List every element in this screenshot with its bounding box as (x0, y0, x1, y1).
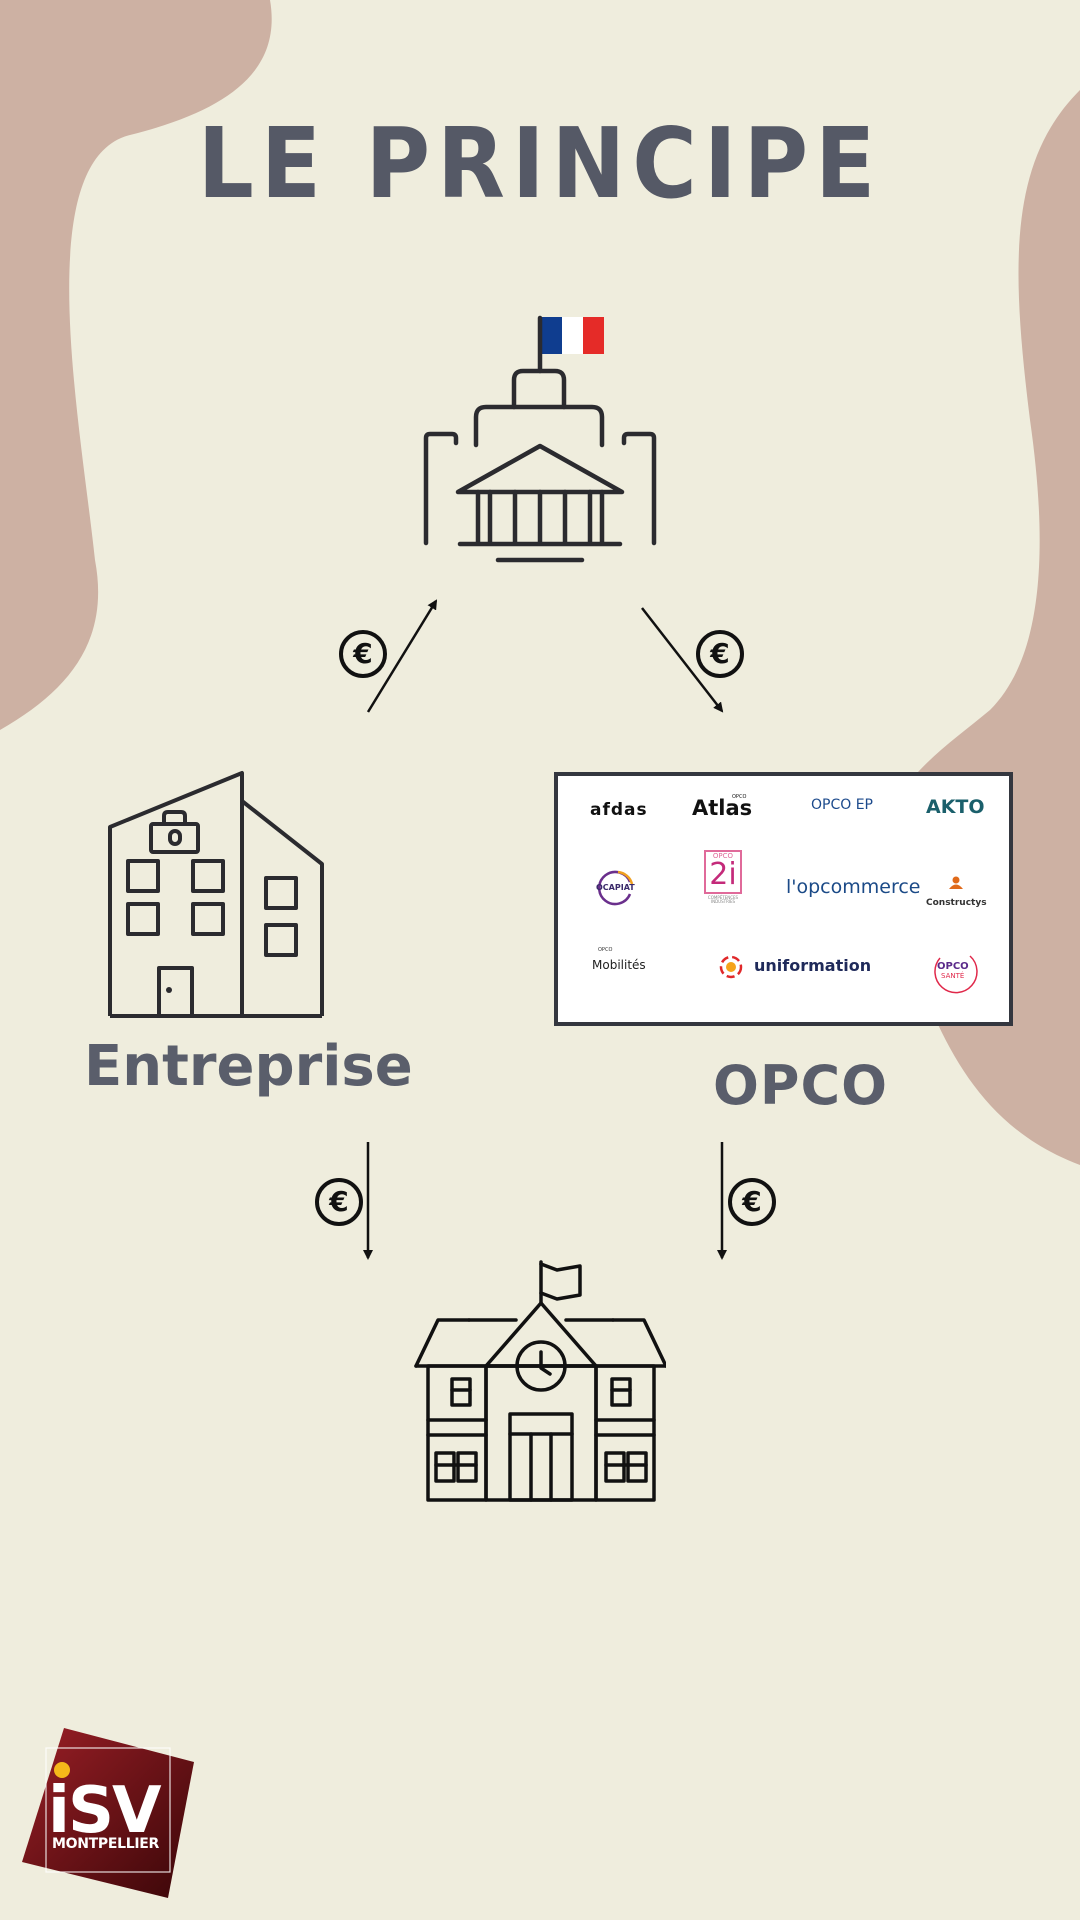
arrow-state-to-opco (641, 607, 724, 713)
atlas-logo: Atlas OPCO (692, 794, 753, 820)
opco-2i-logo: OPCO 2i COMPÉTENCES INDUSTRIES (704, 850, 742, 904)
isv-logo-text: iSV (48, 1774, 162, 1848)
opco-ep-logo: OPCO EP (811, 797, 873, 813)
page-title: LE PRINCIPE (197, 106, 883, 221)
ocapiat-logo: OCAPIAT (596, 870, 635, 906)
entreprise-label: Entreprise (84, 1034, 413, 1099)
euro-icon: € (728, 1178, 776, 1226)
isv-logo-subtext: MONTPELLIER (52, 1836, 160, 1852)
left-blob (0, 0, 272, 730)
isv-montpellier-logo (22, 1728, 194, 1898)
constructys-logo: Constructys (926, 876, 987, 908)
uniformation-swirl-icon (719, 955, 743, 979)
afdas-logo: afdas (590, 800, 648, 820)
opco-sante-logo: OPCO SANTÉ (932, 948, 978, 994)
akto-logo: AKTO (926, 796, 985, 818)
constructys-figure-icon (949, 876, 964, 889)
lopcommerce-logo: l'opcommerce (786, 876, 921, 898)
opco-mobilites-logo: OPCO Mobilités (592, 947, 646, 972)
opco-sante-ring-icon (934, 955, 978, 994)
government-building-icon (423, 315, 657, 563)
office-building-icon (108, 771, 324, 1018)
ocapiat-ring-icon (598, 870, 634, 906)
french-flag (541, 317, 604, 354)
opco-logos-panel: afdas Atlas OPCO OPCO EP AKTO OCAPIAT OP… (554, 772, 1013, 1026)
arrow-entreprise-to-state (366, 599, 438, 713)
opco-label: OPCO (713, 1054, 889, 1117)
euro-icon: € (315, 1178, 363, 1226)
euro-icon: € (339, 630, 387, 678)
euro-icon: € (696, 630, 744, 678)
school-building-icon (414, 1260, 666, 1502)
